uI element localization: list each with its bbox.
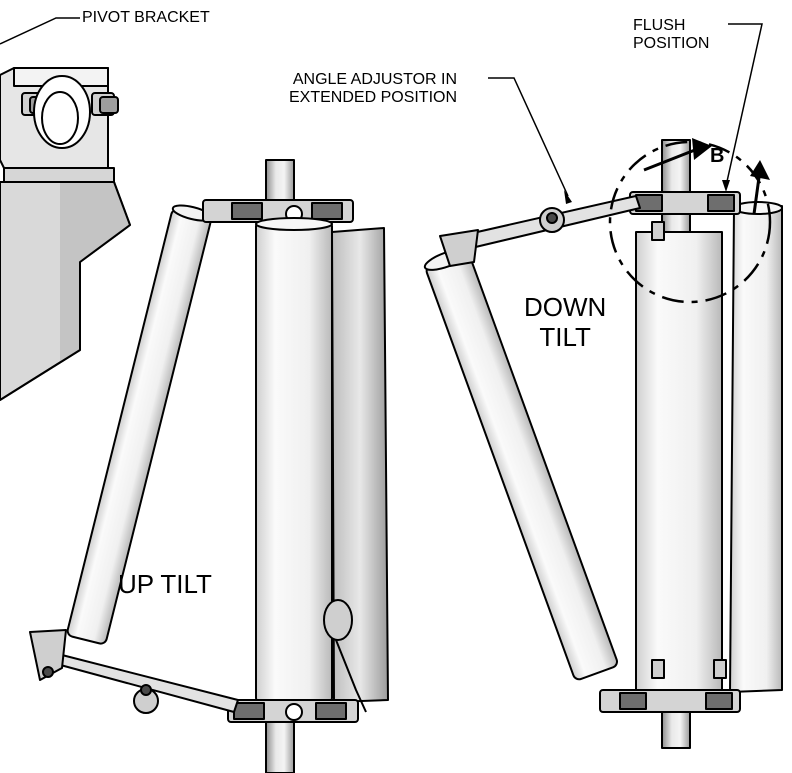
down-tilt-line2: TILT bbox=[539, 321, 591, 352]
flush-label-line2: POSITION bbox=[633, 35, 710, 53]
down-tilt-line1: DOWN bbox=[524, 292, 607, 322]
up-tilt-label: UP TILT bbox=[118, 569, 212, 599]
angle-label-line2: EXTENDED POSITION bbox=[289, 89, 458, 107]
flush-position-label: FLUSH POSITION bbox=[633, 17, 709, 54]
leader-lines bbox=[0, 17, 763, 204]
flush-label-line1: FLUSH bbox=[633, 17, 686, 34]
down-tilt-assembly bbox=[423, 139, 783, 749]
down-tilt-label: DOWN TILT bbox=[524, 292, 607, 353]
detail-b-label: B bbox=[710, 145, 725, 167]
angle-adjustor-label: ANGLE ADJUSTOR IN EXTENDED POSITION bbox=[289, 71, 457, 108]
pivot-bracket-label: PIVOT BRACKET bbox=[82, 9, 210, 26]
angle-label-line1: ANGLE ADJUSTOR IN bbox=[292, 71, 458, 88]
up-tilt-assembly bbox=[29, 159, 389, 773]
detail-b-indicator bbox=[608, 138, 772, 304]
pivot-bracket bbox=[0, 67, 131, 401]
